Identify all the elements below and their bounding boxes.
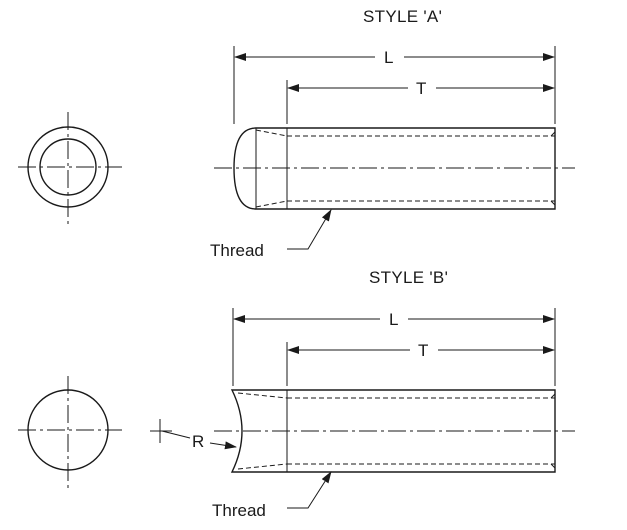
style-b-leader-line [287, 471, 332, 509]
style-b-end-view [18, 376, 122, 490]
style-b-dimensions: L T [232, 308, 556, 386]
style-a-section: STYLE 'A' L [18, 7, 575, 260]
style-a-t-label: T [416, 79, 426, 98]
style-b-t-label: T [418, 341, 428, 360]
style-a-title: STYLE 'A' [363, 7, 442, 26]
style-a-dimensions: L T [233, 46, 556, 124]
style-b-title: STYLE 'B' [369, 268, 448, 287]
style-b-chamfer-bottom [237, 463, 288, 470]
style-b-chamfer-top [237, 392, 288, 399]
style-b-section: STYLE 'B' R [18, 268, 575, 520]
style-a-end-view [18, 112, 122, 224]
style-b-end-chamfer-top [550, 393, 556, 399]
style-a-leader-line [287, 209, 332, 250]
style-b-l-label: L [389, 310, 398, 329]
style-b-radius-leader-2 [209, 441, 237, 450]
style-a-end-chamfer-bottom [550, 200, 556, 206]
style-b-thread-note: Thread [212, 501, 266, 520]
style-a-end-chamfer-top [550, 131, 556, 137]
style-b-end-chamfer-bottom [550, 463, 556, 469]
style-a-chamfer-top [255, 129, 288, 137]
style-b-body-outline [230, 389, 556, 473]
style-a-l-label: L [384, 48, 393, 67]
style-a-thread-note: Thread [210, 241, 264, 260]
style-b-thread-leader: Thread [212, 471, 332, 520]
style-b-side-view [214, 389, 575, 473]
style-a-chamfer-bottom [255, 200, 288, 208]
style-a-thread-leader: Thread [210, 209, 332, 260]
style-b-radius-leader [161, 430, 191, 439]
style-b-radius-marker: R [150, 419, 237, 451]
style-b-radius-label: R [192, 432, 204, 451]
style-a-side-view [214, 127, 575, 210]
